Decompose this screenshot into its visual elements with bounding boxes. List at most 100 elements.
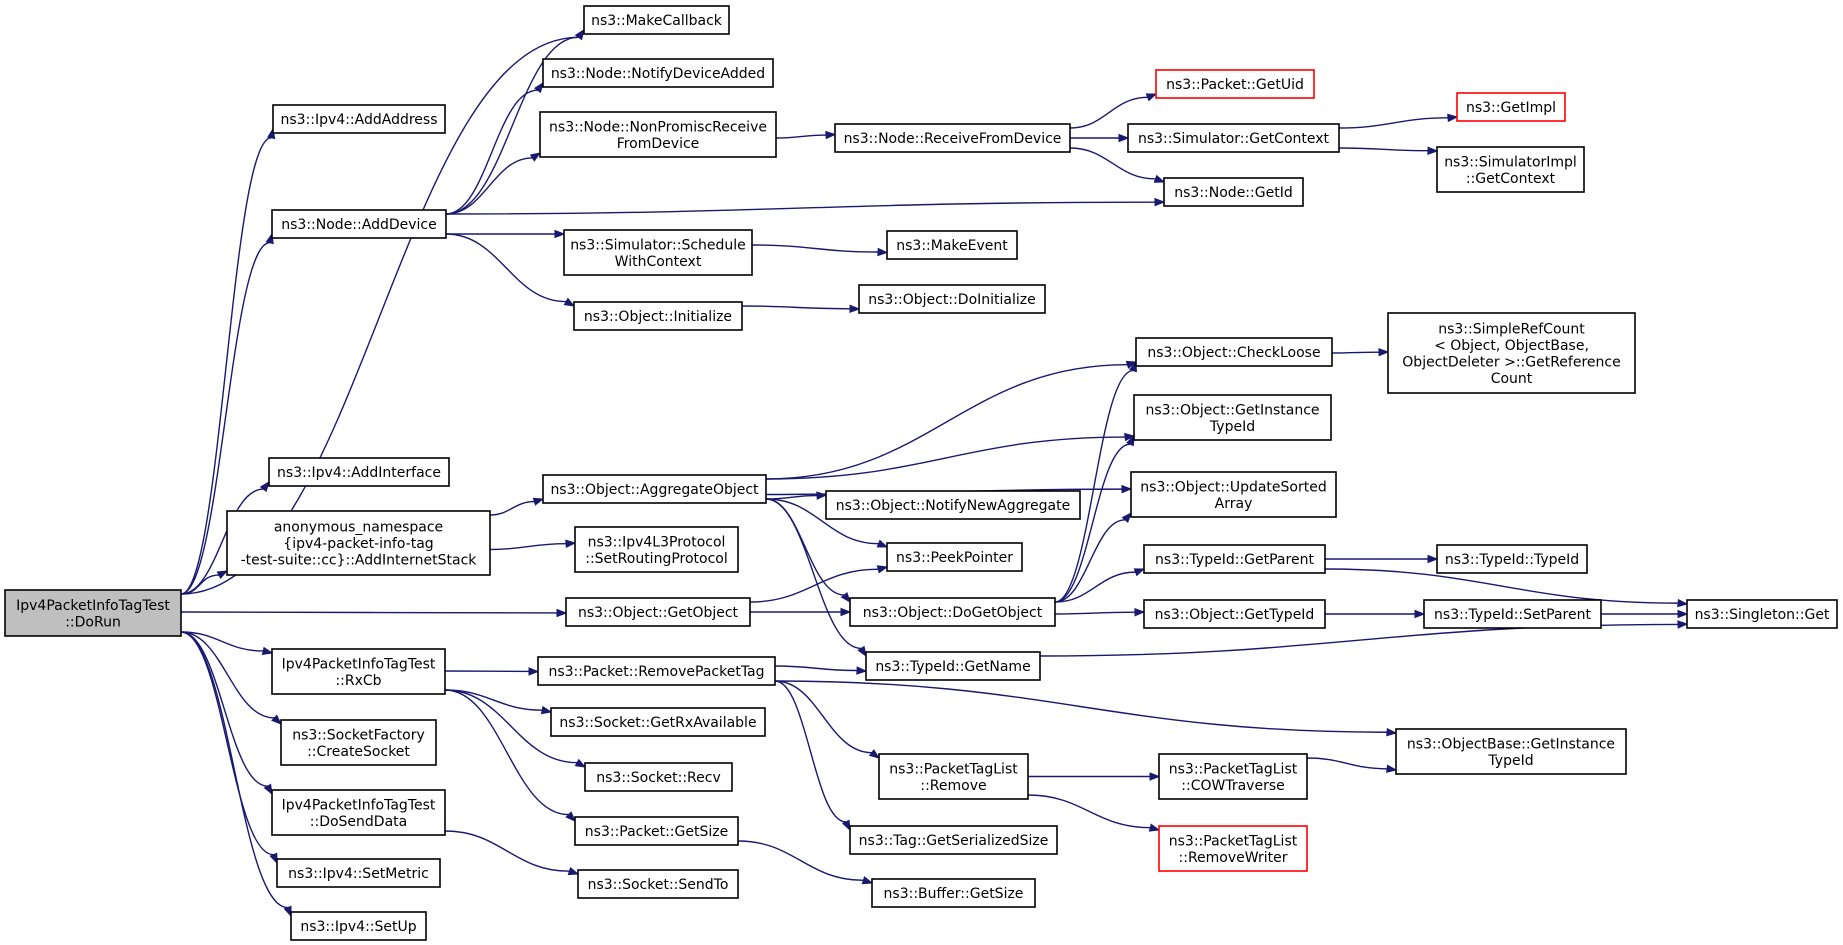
arrowhead-ptlremove-to-ptlcowtraverse: [1149, 772, 1161, 781]
arrowhead-receivefromdevice-to-nodegetid: [1153, 174, 1166, 183]
node-objgettypeid[interactable]: ns3::Object::GetTypeId: [1143, 599, 1326, 629]
node-dosenddata[interactable]: Ipv4PacketInfoTagTest::DoSendData: [271, 789, 446, 836]
node-ipv4setup[interactable]: ns3::Ipv4::SetUp: [290, 911, 427, 941]
edge-dogetobject-to-getinstancetypeid: [1054, 443, 1131, 603]
node-box-getinstancetypeid: [1133, 394, 1332, 441]
arrowhead-checkloose-to-simplerefcount: [1378, 347, 1390, 357]
node-ipv4addaddress[interactable]: ns3::Ipv4::AddAddress: [272, 104, 446, 134]
node-typeidsetparent[interactable]: ns3::TypeId::SetParent: [1423, 599, 1602, 629]
node-label-line: ns3::Socket::Recv: [596, 770, 721, 786]
edge-root-to-ipv4addinterface: [180, 488, 264, 595]
node-typeidgetname[interactable]: ns3::TypeId::GetName: [865, 651, 1041, 681]
node-packetgetsize[interactable]: ns3::Packet::GetSize: [574, 816, 739, 846]
node-label-setroutingprotocol: ns3::Ipv4L3Protocol::SetRoutingProtocol: [585, 534, 728, 567]
node-label-socketsendto: ns3::Socket::SendTo: [588, 877, 729, 893]
node-typeidgetparent[interactable]: ns3::TypeId::GetParent: [1143, 544, 1326, 574]
node-label-line: TypeId: [1209, 419, 1255, 435]
node-receivefromdevice[interactable]: ns3::Node::ReceiveFromDevice: [834, 123, 1071, 153]
node-socketrecv[interactable]: ns3::Socket::Recv: [584, 762, 733, 792]
node-root[interactable]: Ipv4PacketInfoTagTest::DoRun: [4, 589, 182, 637]
node-label-line: ns3::ObjectBase::GetInstance: [1407, 736, 1615, 752]
node-label-line: ns3::Object::NotifyNewAggregate: [836, 498, 1070, 514]
node-ipv4setmetric[interactable]: ns3::Ipv4::SetMetric: [276, 858, 441, 888]
node-aggregateobject[interactable]: ns3::Object::AggregateObject: [542, 474, 767, 504]
node-dogetobject[interactable]: ns3::Object::DoGetObject: [849, 597, 1056, 627]
node-box-ipv4setmetric: [276, 858, 441, 888]
node-notifydeviceadded[interactable]: ns3::Node::NotifyDeviceAdded: [542, 58, 774, 88]
node-notifynewaggregate[interactable]: ns3::Object::NotifyNewAggregate: [825, 490, 1081, 520]
node-simplerefcount[interactable]: ns3::SimpleRefCount< Object, ObjectBase,…: [1387, 312, 1636, 394]
node-label-line: ns3::Buffer::GetSize: [884, 886, 1024, 902]
edge-ptlremove-to-ptlremovewriter: [1027, 794, 1151, 829]
node-getimpl[interactable]: ns3::GetImpl: [1456, 92, 1566, 122]
arrowhead-addinternetstack-to-setroutingprotocol: [565, 539, 577, 548]
node-objdoinitialize[interactable]: ns3::Object::DoInitialize: [858, 284, 1046, 314]
node-getobject[interactable]: ns3::Object::GetObject: [565, 597, 751, 627]
node-nodegetid[interactable]: ns3::Node::GetId: [1163, 177, 1304, 207]
arrowhead-removepackettag-to-objectbasegetinstancetypeid: [1386, 727, 1398, 737]
node-label-line: Array: [1215, 496, 1253, 512]
node-ptlremove[interactable]: ns3::PacketTagList::Remove: [878, 753, 1029, 800]
node-box-dogetobject: [849, 597, 1056, 627]
arrowhead-dogetobject-to-objgettypeid: [1134, 607, 1146, 617]
node-label-simplerefcount: ns3::SimpleRefCount< Object, ObjectBase,…: [1402, 321, 1620, 387]
node-label-notifynewaggregate: ns3::Object::NotifyNewAggregate: [836, 498, 1070, 514]
edge-aggregateobject-to-checkloose: [765, 364, 1128, 480]
call-edges: [180, 28, 1689, 918]
node-objinitialize[interactable]: ns3::Object::Initialize: [573, 301, 743, 331]
node-label-line: Ipv4PacketInfoTagTest: [16, 598, 170, 614]
node-box-schedulewithcontext: [563, 229, 753, 276]
node-rxcb[interactable]: Ipv4PacketInfoTagTest::RxCb: [271, 648, 446, 695]
node-label-ipv4setmetric: ns3::Ipv4::SetMetric: [288, 866, 429, 882]
edge-rxcb-to-socketrecv: [444, 689, 578, 764]
node-createsocket[interactable]: ns3::SocketFactory::CreateSocket: [280, 719, 437, 766]
node-ipv4addinterface[interactable]: ns3::Ipv4::AddInterface: [268, 457, 450, 487]
arrowhead-typeidgetparent-to-singletonget: [1677, 598, 1689, 608]
node-label-buffergetsize: ns3::Buffer::GetSize: [884, 886, 1024, 902]
node-label-makecallback: ns3::MakeCallback: [591, 13, 723, 29]
edge-receivefromdevice-to-nodegetid: [1069, 147, 1156, 180]
node-taggetserializedsize[interactable]: ns3::Tag::GetSerializedSize: [849, 825, 1058, 855]
node-label-ptlremove: ns3::PacketTagList::Remove: [889, 761, 1018, 794]
node-nodeadddevice[interactable]: ns3::Node::AddDevice: [271, 209, 447, 239]
node-addinternetstack[interactable]: anonymous_namespace{ipv4-packet-info-tag…: [226, 510, 491, 576]
node-ptlremovewriter[interactable]: ns3::PacketTagList::RemoveWriter: [1158, 825, 1308, 872]
edge-root-to-dosenddata: [180, 631, 268, 787]
node-singletonget[interactable]: ns3::Singleton::Get: [1686, 599, 1838, 629]
edge-root-to-createsocket: [180, 631, 275, 719]
node-box-typeidsetparent: [1423, 599, 1602, 629]
node-getuid[interactable]: ns3::Packet::GetUid: [1155, 69, 1315, 99]
node-box-aggregateobject: [542, 474, 767, 504]
node-checkloose[interactable]: ns3::Object::CheckLoose: [1135, 337, 1333, 367]
node-typeidtypeid[interactable]: ns3::TypeId::TypeId: [1436, 544, 1588, 574]
arrowhead-root-to-addinternetstack: [216, 570, 229, 580]
node-box-typeidgetname: [865, 651, 1041, 681]
node-box-nodegetid: [1163, 177, 1304, 207]
node-simimplgetcontext[interactable]: ns3::SimulatorImpl::GetContext: [1436, 146, 1585, 193]
node-simgetcontext[interactable]: ns3::Simulator::GetContext: [1127, 123, 1340, 153]
node-setroutingprotocol[interactable]: ns3::Ipv4L3Protocol::SetRoutingProtocol: [574, 526, 739, 573]
edge-dosenddata-to-socketsendto: [444, 830, 570, 872]
node-makecallback[interactable]: ns3::MakeCallback: [583, 5, 730, 35]
node-buffergetsize[interactable]: ns3::Buffer::GetSize: [871, 878, 1036, 908]
node-label-line: ::RxCb: [335, 673, 381, 689]
node-getrxavailable[interactable]: ns3::Socket::GetRxAvailable: [550, 707, 766, 737]
node-label-dogetobject: ns3::Object::DoGetObject: [863, 605, 1043, 621]
node-box-simgetcontext: [1127, 123, 1340, 153]
arrowhead-root-to-ipv4addinterface: [259, 480, 270, 493]
node-removepackettag[interactable]: ns3::Packet::RemovePacketTag: [537, 656, 776, 686]
node-box-peekpointer: [886, 542, 1023, 572]
node-socketsendto[interactable]: ns3::Socket::SendTo: [577, 869, 739, 899]
node-label-line: ns3::Object::GetTypeId: [1155, 607, 1315, 623]
node-makeevent[interactable]: ns3::MakeEvent: [886, 230, 1018, 260]
node-peekpointer[interactable]: ns3::PeekPointer: [886, 542, 1023, 572]
node-label-line: ObjectDeleter >::GetReference: [1402, 354, 1620, 370]
node-ptlcowtraverse[interactable]: ns3::PacketTagList::COWTraverse: [1158, 753, 1308, 800]
node-label-ipv4setup: ns3::Ipv4::SetUp: [300, 919, 416, 935]
